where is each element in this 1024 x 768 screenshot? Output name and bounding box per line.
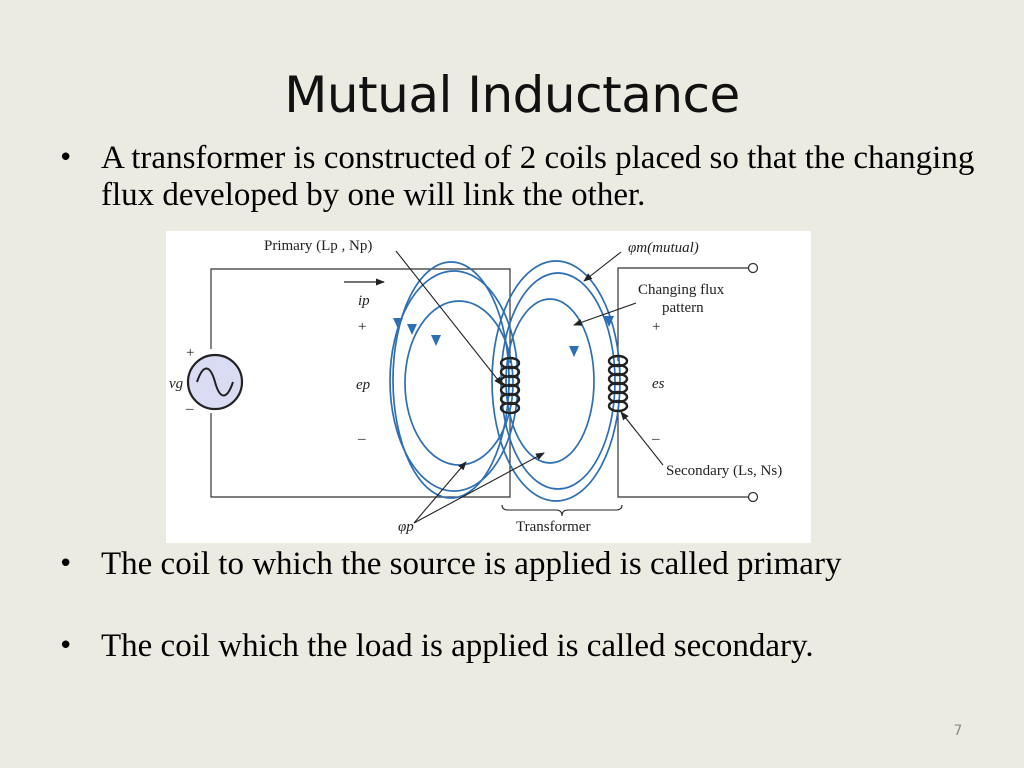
transformer-brace-icon bbox=[501, 504, 623, 517]
primary-current-label: ip bbox=[358, 293, 370, 309]
output-terminal-bottom bbox=[747, 491, 759, 503]
secondary-voltage-label: es bbox=[652, 376, 665, 392]
leader-lines bbox=[395, 250, 664, 524]
primary-plus-sign: + bbox=[358, 319, 366, 335]
bullet-text: The coil to which the source is applied … bbox=[101, 546, 842, 582]
ac-source-icon bbox=[186, 353, 244, 411]
primary-circuit bbox=[210, 268, 511, 498]
secondary-minus-sign: – bbox=[651, 431, 660, 447]
primary-coil-icon bbox=[499, 356, 521, 415]
page-number: 7 bbox=[953, 723, 963, 739]
bullet-marker: • bbox=[58, 631, 74, 661]
transformer-diagram: Primary (Lp , Np) φm(mutual) Changing fl… bbox=[166, 231, 811, 543]
flux-lines bbox=[389, 260, 621, 502]
flux-arrowheads bbox=[393, 316, 614, 357]
changing-flux-label-line1: Changing flux bbox=[638, 282, 725, 298]
primary-flux-loop-outermost bbox=[392, 261, 510, 499]
primary-flux-loop-inner bbox=[404, 300, 514, 466]
slide-title: Mutual Inductance bbox=[284, 66, 740, 124]
bullet-marker: • bbox=[58, 549, 74, 579]
secondary-label: Secondary (Ls, Ns) bbox=[666, 463, 782, 479]
mutual-flux-loop-outermost bbox=[491, 260, 621, 502]
bullet-marker: • bbox=[58, 143, 74, 173]
source-plus-sign: + bbox=[186, 345, 194, 361]
primary-minus-sign: – bbox=[357, 431, 366, 447]
primary-label: Primary (Lp , Np) bbox=[264, 238, 372, 254]
mutual-flux-label: φm(mutual) bbox=[628, 240, 699, 256]
primary-flux-label: φp bbox=[398, 519, 414, 535]
secondary-plus-sign: + bbox=[652, 319, 660, 335]
source-minus-sign: – bbox=[185, 401, 194, 417]
mutual-flux-loop-inner bbox=[505, 298, 595, 464]
output-terminal-top bbox=[747, 262, 759, 274]
primary-voltage-label: ep bbox=[356, 377, 371, 393]
secondary-coil-icon bbox=[607, 354, 629, 413]
bullet-text: A transformer is constructed of 2 coils … bbox=[101, 140, 975, 213]
source-voltage-label: vg bbox=[169, 376, 184, 392]
transformer-label: Transformer bbox=[516, 519, 590, 535]
secondary-circuit bbox=[617, 267, 748, 498]
bullet-text: The coil which the load is applied is ca… bbox=[101, 628, 814, 664]
changing-flux-label-line2: pattern bbox=[662, 300, 704, 316]
